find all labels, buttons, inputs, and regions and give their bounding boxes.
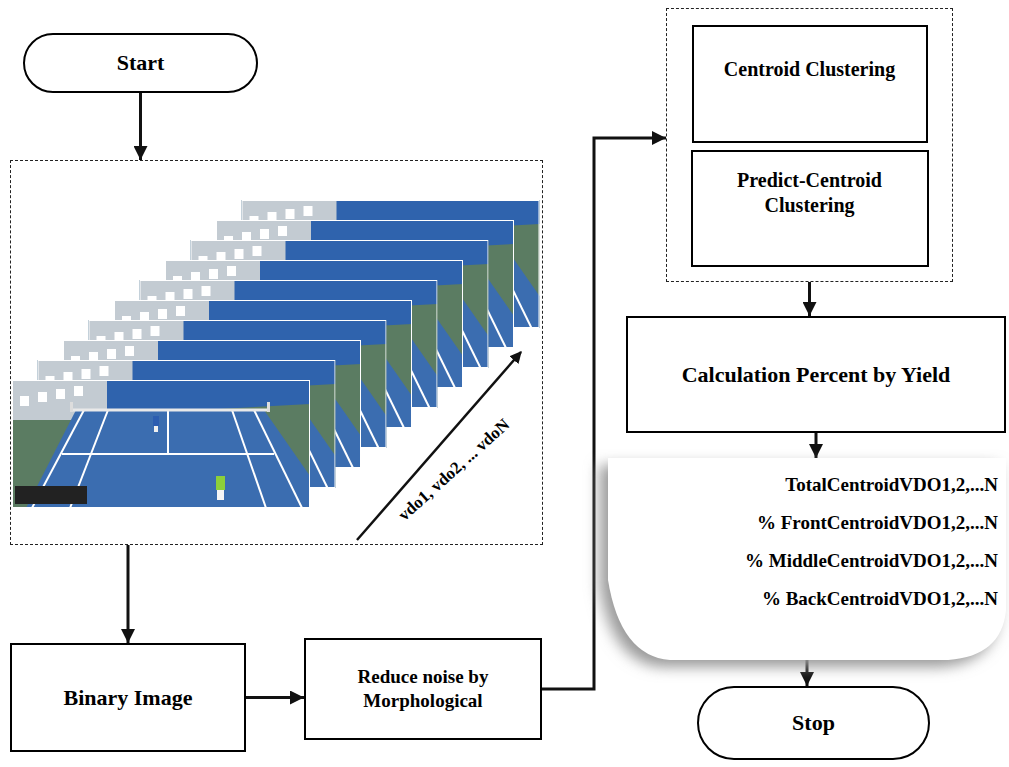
clustering-group: Centroid ClusteringPredict-Centroid Clus… bbox=[666, 8, 953, 282]
process-box: Reduce noise by Morphological bbox=[304, 638, 542, 740]
scoreboard bbox=[15, 486, 87, 504]
node-label: Start bbox=[117, 49, 165, 77]
flow-arrow bbox=[808, 282, 811, 316]
node-label: % BackCentroidVDO1,2,...N bbox=[608, 588, 998, 610]
node-label: Calculation Percent by Yield bbox=[682, 361, 951, 389]
node-label: % MiddleCentroidVDO1,2,...N bbox=[608, 550, 998, 572]
flow-arrow bbox=[139, 93, 142, 160]
video-frame bbox=[12, 380, 310, 508]
flow-arrow bbox=[815, 433, 818, 458]
sequence-arrow bbox=[357, 352, 521, 540]
video-frames-group: vdo1, vdo2, ... vdoN bbox=[10, 160, 543, 545]
node-label: TotalCentroidVDO1,2,...N bbox=[608, 474, 998, 496]
sequence-label: vdo1, vdo2, ... vdoN bbox=[394, 414, 514, 525]
node-label: Reduce noise by Morphological bbox=[318, 665, 528, 713]
node-label: % FrontCentroidVDO1,2,...N bbox=[608, 512, 998, 534]
flow-arrow bbox=[246, 696, 304, 699]
process-box: Binary Image bbox=[10, 643, 246, 752]
node-label: Binary Image bbox=[64, 684, 193, 712]
video-frames-illustration bbox=[10, 160, 543, 545]
stop-terminal: Stop bbox=[697, 686, 930, 760]
start-terminal: Start bbox=[23, 33, 258, 93]
flow-arrow bbox=[127, 545, 130, 643]
process-box: Predict-Centroid Clustering bbox=[691, 150, 929, 267]
output-document: TotalCentroidVDO1,2,...N % FrontCentroidV… bbox=[608, 458, 1006, 660]
node-label: Centroid Clustering bbox=[724, 57, 895, 82]
process-box: Centroid Clustering bbox=[692, 25, 928, 143]
process-box: Calculation Percent by Yield bbox=[626, 316, 1006, 433]
node-label: Predict-Centroid Clustering bbox=[705, 168, 915, 218]
document-face bbox=[608, 458, 1006, 660]
node-label: Stop bbox=[792, 709, 835, 737]
